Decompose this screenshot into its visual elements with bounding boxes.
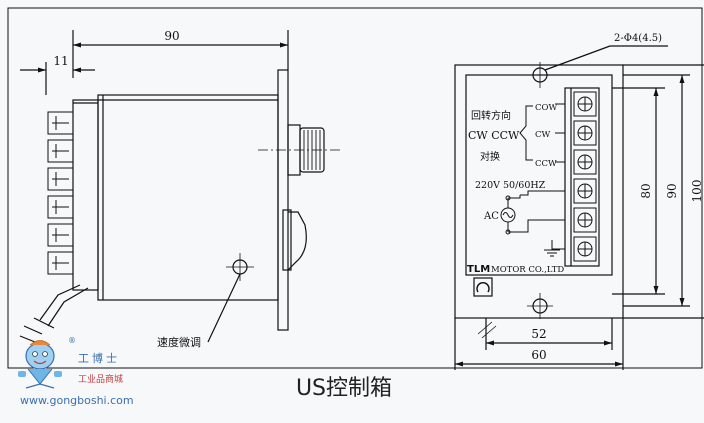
cw-ccw-label: CW CCW (468, 129, 520, 142)
diagram-caption: US控制箱 (296, 376, 392, 401)
side-view (19, 30, 340, 345)
voltage-label: 220V 50/60HZ (475, 180, 546, 191)
brand-company-label: MOTOR CO.,LTD (491, 265, 564, 275)
dim-height-outer: 90 (665, 183, 679, 198)
cw-label: CW (535, 130, 551, 140)
front-view (454, 45, 704, 370)
dim-terminal-depth: 11 (53, 54, 68, 68)
dim-overall-depth: 90 (164, 29, 179, 43)
ccw-label: CCW (535, 159, 557, 169)
switch-label: 对换 (480, 150, 500, 163)
ac-label: AC (483, 211, 499, 222)
dim-hole-spacing: 52 (531, 327, 546, 341)
rotation-direction-label: 回转方向 (471, 109, 511, 122)
watermark-url: www.gongboshi.com (20, 394, 134, 407)
mounting-hole-callout: 2-Φ4(4.5) (614, 33, 662, 44)
watermark-sub: 工业品商城 (78, 373, 123, 385)
watermark-logo (18, 340, 62, 389)
brand-label: TLM (467, 264, 490, 275)
dim-height-total: 100 (690, 180, 704, 203)
watermark-name: 工博士 (78, 352, 120, 365)
cow-label: COW (535, 103, 557, 113)
dim-height-inner: 80 (639, 183, 653, 198)
speed-adjust-label: 速度微调 (157, 335, 201, 349)
dim-width: 60 (531, 348, 546, 362)
drawing-frame (7, 7, 703, 369)
watermark-reg: ® (68, 336, 76, 345)
